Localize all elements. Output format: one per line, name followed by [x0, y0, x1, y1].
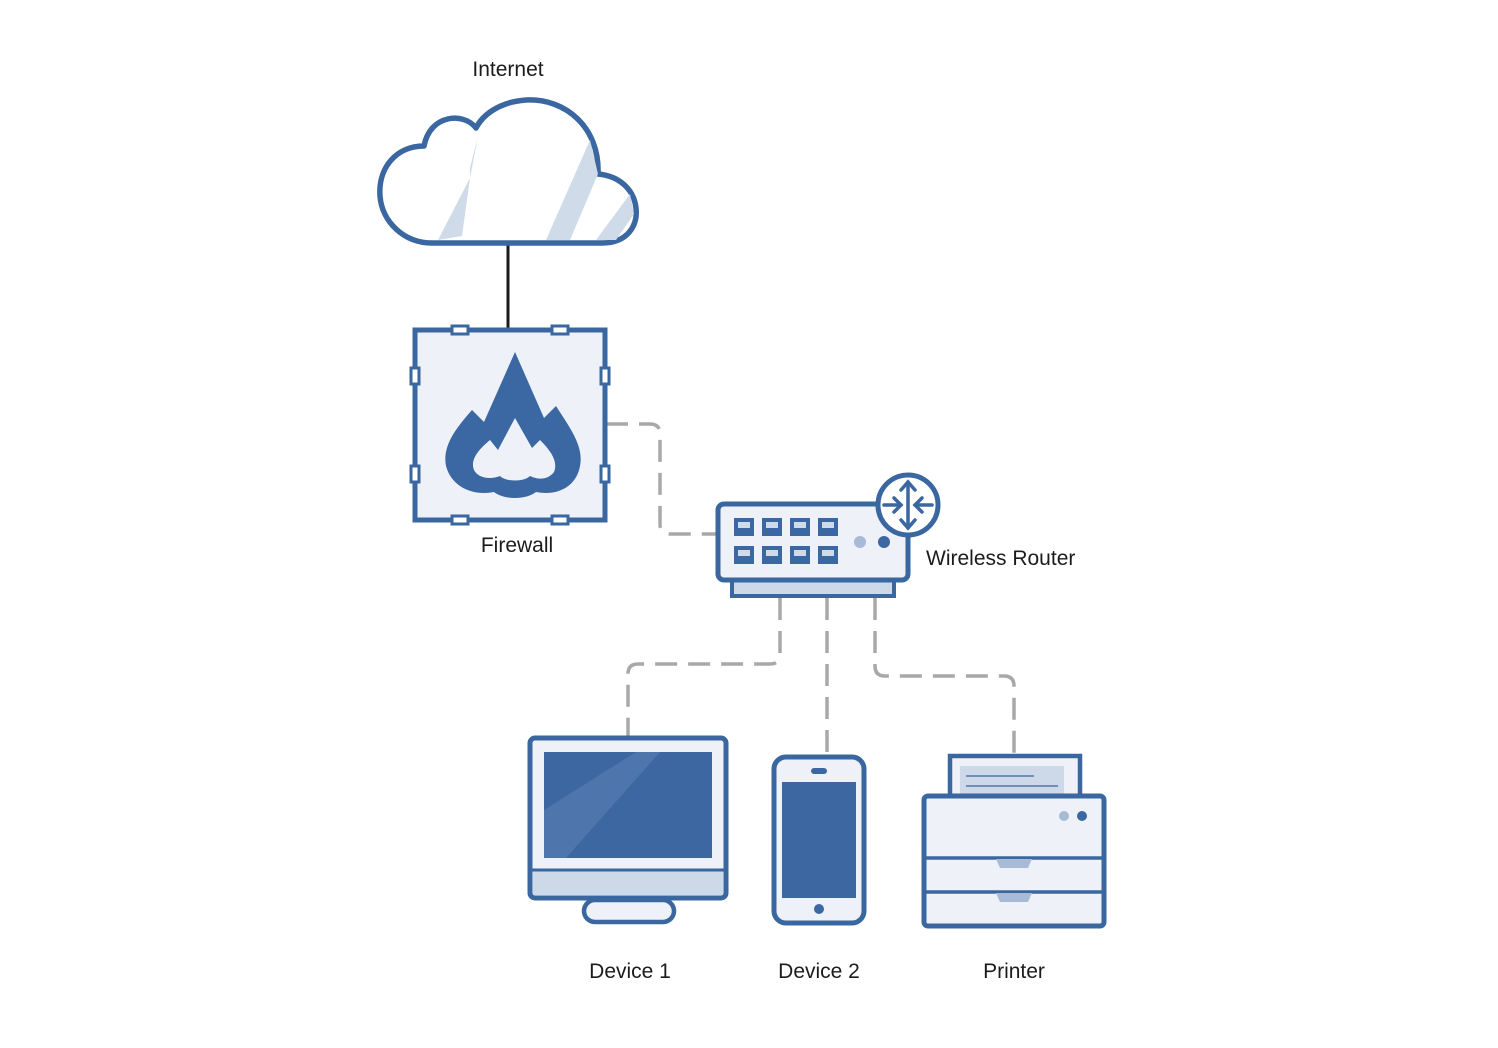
router-icon[interactable] — [715, 472, 941, 598]
printer-icon[interactable] — [921, 753, 1107, 929]
internet-label: Internet — [472, 58, 544, 81]
edge-router-device1 — [626, 598, 782, 738]
edge-firewall-router — [606, 422, 718, 536]
desktop-monitor-icon[interactable] — [527, 735, 729, 925]
device-1-label: Device 1 — [589, 960, 671, 983]
wireless-router-label: Wireless Router — [926, 547, 1076, 570]
router-badge-icon — [875, 472, 941, 538]
firewall-label: Firewall — [480, 534, 554, 557]
printer-label: Printer — [983, 960, 1045, 983]
smartphone-icon[interactable] — [771, 754, 867, 926]
firewall-icon[interactable] — [409, 324, 611, 526]
edge-router-printer — [873, 598, 1016, 756]
cloud-icon[interactable] — [377, 97, 639, 246]
connectors — [506, 245, 1016, 756]
device-2-label: Device 2 — [778, 960, 860, 983]
